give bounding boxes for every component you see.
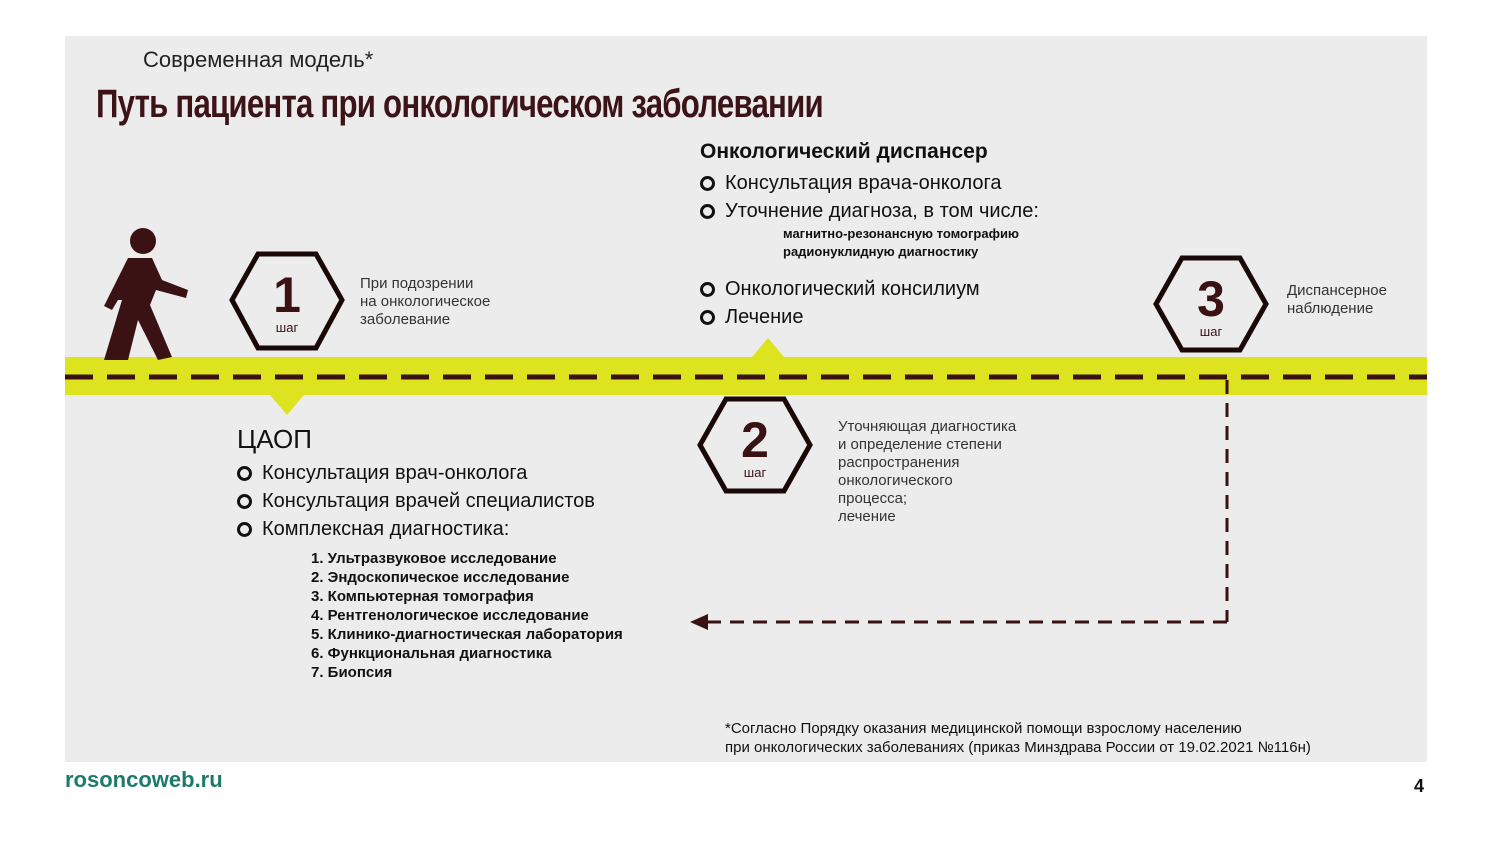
caop-block: ЦАОП Консультация врач-онколога Консульт… — [237, 424, 623, 682]
hexagon-step-1 — [229, 251, 345, 351]
footnote: *Согласно Порядку оказания медицинской п… — [725, 719, 1311, 757]
footnote-line: при онкологических заболеваниях (приказ … — [725, 739, 1311, 756]
step-1-description: При подозрении на онкологическое заболев… — [360, 275, 490, 329]
text-line: При подозрении — [360, 275, 474, 292]
bullet-circle-icon — [700, 175, 715, 191]
diagnostic-item: 3. Компьютерная томография — [311, 588, 534, 605]
step-1-badge: 1 шаг — [231, 254, 343, 350]
text-line: Диспансерное — [1287, 282, 1387, 299]
item-text: Комплексная диагностика: — [262, 517, 510, 540]
step-label: шаг — [743, 465, 767, 480]
list-item: Онкологический консилиум — [700, 275, 1039, 303]
list-item: Консультация врача-онколога — [700, 169, 1039, 197]
list-item: Лечение — [700, 303, 1039, 331]
list-item: Уточнение диагноза, в том числе: — [700, 197, 1039, 225]
step-label: шаг — [275, 320, 299, 335]
step-3-badge: 3 шаг — [1155, 258, 1267, 354]
item-text: Лечение — [725, 305, 804, 328]
list-item: Консультация врач-онколога — [237, 459, 623, 487]
page-number: 4 — [1414, 776, 1425, 796]
step-number: 2 — [741, 412, 769, 468]
bullet-circle-icon — [700, 281, 715, 297]
sub-item: магнитно-резонансную томографию — [783, 226, 1020, 241]
diagnostics-list: 1. Ультразвуковое исследование 2. Эндоск… — [311, 549, 623, 682]
walking-person-icon — [104, 228, 188, 360]
text-line: наблюдение — [1287, 300, 1374, 317]
caop-heading: ЦАОП — [237, 424, 312, 454]
step-2-description: Уточняющая диагностика и определение сте… — [838, 418, 1016, 526]
text-line: и определение степени — [838, 436, 1002, 453]
subtitle: Современная модель* — [143, 47, 374, 72]
diagnostic-item: 5. Клинико-диагностическая лаборатория — [311, 626, 623, 643]
diagnostic-item: 7. Биопсия — [311, 664, 393, 681]
diagnostic-item: 1. Ультразвуковое исследование — [311, 550, 557, 567]
diagnostic-item: 2. Эндоскопическое исследование — [311, 569, 570, 586]
list-item: Комплексная диагностика: — [237, 515, 623, 543]
step-2-badge: 2 шаг — [699, 399, 811, 495]
dispensary-block: Онкологический диспансер Консультация вр… — [700, 140, 1039, 331]
step-number: 3 — [1197, 271, 1225, 327]
pointer-dispensary — [752, 338, 784, 357]
site-link[interactable]: rosoncoweb.ru — [65, 767, 223, 792]
item-text: Консультация врачей специалистов — [262, 489, 595, 512]
list-item: Консультация врачей специалистов — [237, 487, 623, 515]
text-line: на онкологическое — [360, 293, 491, 310]
bullet-circle-icon — [237, 493, 252, 509]
step-label: шаг — [1199, 324, 1223, 339]
item-text: Консультация врача-онколога — [725, 171, 1002, 194]
page-title: Путь пациента при онкологическом заболев… — [96, 82, 824, 126]
text-line: заболевание — [360, 311, 451, 328]
arrow-head-icon — [690, 614, 708, 630]
step-3-description: Диспансерное наблюдение — [1287, 282, 1387, 318]
dispensary-heading: Онкологический диспансер — [700, 140, 988, 163]
bullet-circle-icon — [700, 203, 715, 219]
text-line: онкологического — [838, 472, 953, 489]
text-line: распространения — [838, 454, 960, 471]
step-number: 1 — [273, 267, 301, 323]
text-line: процесса; — [838, 490, 908, 507]
pointer-caop — [270, 395, 304, 415]
item-text: Уточнение диагноза, в том числе: — [725, 199, 1039, 222]
item-text: Онкологический консилиум — [725, 277, 980, 300]
bullet-circle-icon — [700, 309, 715, 325]
text-line: лечение — [838, 508, 896, 525]
sub-item: радионуклидную диагностику — [783, 244, 979, 259]
bullet-circle-icon — [237, 521, 252, 537]
hexagon-step-2 — [697, 396, 813, 494]
bullet-circle-icon — [237, 465, 252, 481]
diagnostic-item: 6. Функциональная диагностика — [311, 645, 552, 662]
footnote-line: *Согласно Порядку оказания медицинской п… — [725, 720, 1242, 737]
item-text: Консультация врач-онколога — [262, 461, 528, 484]
hexagon-step-3 — [1153, 255, 1269, 353]
diagnostic-item: 4. Рентгенологическое исследование — [311, 607, 589, 624]
text-line: Уточняющая диагностика — [838, 418, 1017, 435]
